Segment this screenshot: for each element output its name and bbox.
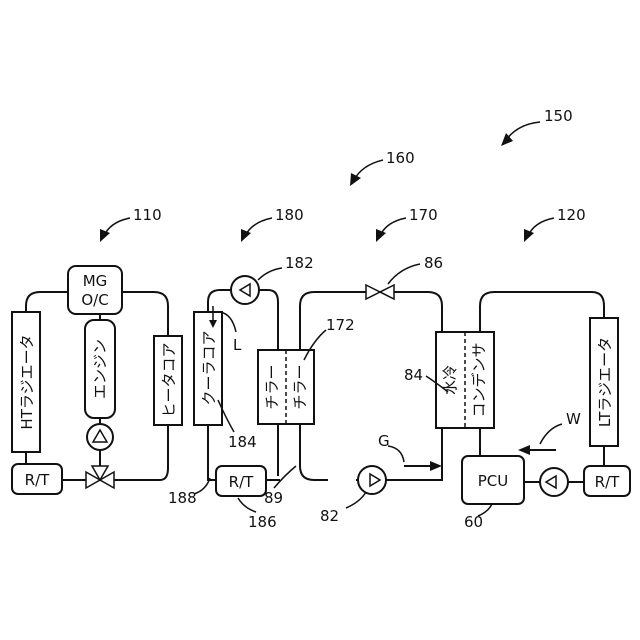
ref-186: 186 bbox=[248, 513, 277, 531]
flow-W-label: W bbox=[566, 410, 581, 428]
ref-184: 184 bbox=[228, 433, 257, 451]
condenser-label-right: コンデンサ bbox=[470, 342, 488, 417]
ref-120: 120 bbox=[557, 206, 586, 224]
ref-182: 182 bbox=[285, 254, 314, 272]
ref-82: 82 bbox=[320, 507, 339, 525]
chiller-label-right: チラー bbox=[291, 364, 309, 409]
ref-172: 172 bbox=[326, 316, 355, 334]
cooler-pump-icon bbox=[231, 276, 259, 304]
ht-radiator-label: HTラジエータ bbox=[18, 334, 36, 429]
expansion-valve-icon bbox=[366, 285, 394, 299]
condenser-label-left: 水冷 bbox=[441, 365, 459, 395]
ref-arrow-120 bbox=[524, 218, 554, 242]
heater-core-label: ヒータコア bbox=[160, 342, 178, 417]
pcu-label: PCU bbox=[478, 472, 509, 490]
ref-arrow-160 bbox=[350, 160, 383, 186]
ref-150: 150 bbox=[544, 107, 573, 125]
rt-mid-label: R/T bbox=[229, 473, 254, 491]
chiller-loop-pipes bbox=[300, 292, 442, 480]
flow-arrow-G bbox=[388, 446, 442, 471]
ref-arrow-170 bbox=[376, 218, 406, 242]
lt-loop-pipes bbox=[480, 292, 604, 482]
ref-160: 160 bbox=[386, 149, 415, 167]
engine-label: エンジン bbox=[91, 339, 109, 399]
cooler-core-label: クーラコア bbox=[200, 330, 218, 405]
ref-arrow-180 bbox=[241, 218, 272, 242]
oc-label: O/C bbox=[81, 291, 108, 309]
leader-82 bbox=[346, 492, 366, 508]
leader-186 bbox=[238, 498, 256, 512]
ref-arrow-110 bbox=[100, 218, 130, 242]
chiller-label-left: チラー bbox=[263, 364, 281, 409]
ref-arrow-150 bbox=[501, 122, 540, 146]
lt-radiator-label: LTラジエータ bbox=[596, 337, 614, 427]
chiller-pump-icon bbox=[358, 466, 386, 494]
flow-arrow-W bbox=[518, 424, 562, 455]
flow-L-label: L bbox=[233, 336, 242, 354]
flow-G-label: G bbox=[378, 432, 390, 450]
ref-170: 170 bbox=[409, 206, 438, 224]
rt-left-label: R/T bbox=[25, 471, 50, 489]
lt-pump-icon bbox=[540, 468, 568, 496]
mg-label: MG bbox=[83, 272, 108, 290]
leader-86 bbox=[388, 264, 420, 284]
ref-60: 60 bbox=[464, 513, 483, 531]
leader-182 bbox=[258, 268, 282, 280]
ref-110: 110 bbox=[133, 206, 162, 224]
ref-180: 180 bbox=[275, 206, 304, 224]
ref-86: 86 bbox=[424, 254, 443, 272]
ht-pump-icon bbox=[87, 424, 113, 450]
ref-188: 188 bbox=[168, 489, 197, 507]
rt-right-label: R/T bbox=[595, 473, 620, 491]
three-way-valve-icon bbox=[86, 466, 114, 488]
ref-89: 89 bbox=[264, 489, 283, 507]
ref-84: 84 bbox=[404, 366, 423, 384]
